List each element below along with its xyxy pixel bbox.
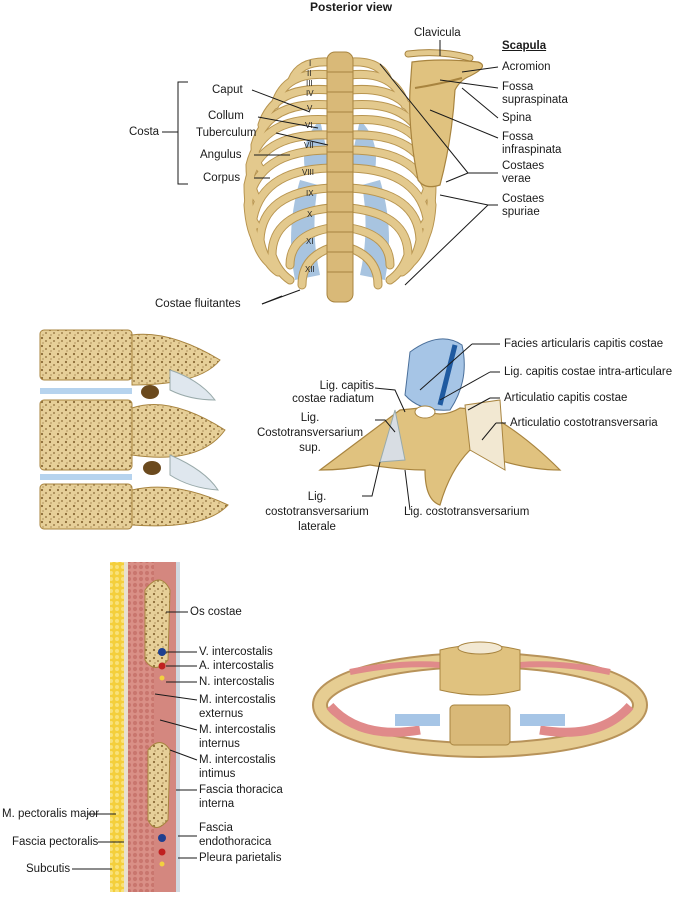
label-lig-radiatum-1: Lig. capitis: [319, 380, 374, 392]
rib-numeral-2: II: [307, 69, 311, 78]
label-fossa-supra-1: Fossa: [502, 81, 534, 93]
label-angulus: Angulus: [200, 149, 242, 161]
label-lig-sup-1: Lig.: [300, 412, 320, 424]
chest-wall-section: [72, 562, 198, 892]
rib-numeral-10: X: [307, 210, 313, 219]
label-tuberculum: Tuberculum: [196, 127, 257, 139]
label-fossa-infra-1: Fossa: [502, 131, 534, 143]
rib-numeral-5: V: [307, 104, 313, 113]
label-lig-costotransversarium: Lig. costotransversarium: [404, 506, 530, 518]
rib-numeral-3: III: [306, 79, 313, 88]
rib-numeral-9: IX: [306, 189, 314, 198]
label-costae-fluitantes: Costae fluitantes: [155, 298, 241, 310]
label-costaes-spuriae-1: Costaes: [502, 193, 545, 205]
label-os-costae: Os costae: [190, 606, 242, 618]
label-m-intimus-2: intimus: [199, 768, 236, 780]
label-acromion: Acromion: [502, 61, 551, 73]
label-caput: Caput: [212, 84, 243, 96]
label-fossa-supra-2: supraspinata: [502, 94, 568, 106]
costovertebral-joint-superior: [318, 338, 562, 511]
label-spina: Spina: [502, 112, 532, 124]
rib-ring-superior: [312, 641, 648, 758]
label-v-intercostalis: V. intercostalis: [199, 646, 273, 658]
label-lig-sup-3: sup.: [299, 442, 321, 454]
label-costaes-verae-2: verae: [502, 173, 531, 185]
label-m-internus-1: M. intercostalis: [199, 724, 276, 736]
label-fossa-infra-2: infraspinata: [502, 144, 562, 156]
label-articulatio-capitis: Articulatio capitis costae: [504, 392, 628, 404]
label-m-externus-2: externus: [199, 708, 244, 720]
rib-numeral-4: IV: [306, 89, 314, 98]
rib-numeral-7: VII: [304, 141, 314, 150]
label-costaes-verae-1: Costaes: [502, 160, 545, 172]
label-lig-radiatum-2: costae radiatum: [292, 393, 374, 405]
label-n-intercostalis: N. intercostalis: [199, 676, 275, 688]
vertebral-column-lateral: [37, 325, 233, 532]
label-corpus: Corpus: [203, 172, 241, 184]
label-collum: Collum: [208, 110, 244, 122]
label-facies-articularis: Facies articularis capitis costae: [504, 338, 664, 350]
label-fascia-thoracica-2: interna: [199, 798, 235, 810]
label-costa: Costa: [129, 126, 160, 138]
label-m-externus-1: M. intercostalis: [199, 694, 276, 706]
label-fascia-endo-2: endothoracica: [199, 836, 272, 848]
label-m-internus-2: internus: [199, 738, 240, 750]
label-lig-intra-articulare: Lig. capitis costae intra-articulare: [504, 366, 673, 378]
label-subcutis: Subcutis: [26, 863, 71, 875]
rib-numeral-11: XI: [306, 237, 314, 246]
rib-numeral-1: I: [309, 59, 311, 68]
label-m-intimus-1: M. intercostalis: [199, 754, 276, 766]
label-lig-lat-1: Lig.: [307, 491, 327, 503]
label-fascia-thoracica-1: Fascia thoracica: [199, 784, 283, 796]
label-a-intercostalis: A. intercostalis: [199, 660, 274, 672]
label-articulatio-costotransversaria: Articulatio costotransversaria: [510, 417, 658, 429]
label-fascia-endo-1: Fascia: [199, 822, 233, 834]
label-pleura-parietalis: Pleura parietalis: [199, 852, 282, 864]
rib-numeral-6: VI: [305, 121, 313, 130]
label-lig-lat-2: costotransversarium: [265, 506, 369, 518]
rib-numeral-12: XII: [305, 265, 315, 274]
label-fascia-pectoralis: Fascia pectoralis: [12, 836, 99, 848]
rib-numeral-8: VIII: [302, 168, 314, 177]
label-lig-lat-3: laterale: [298, 521, 336, 533]
label-costaes-spuriae-2: spuriae: [502, 206, 540, 218]
label-clavicula: Clavicula: [414, 27, 461, 39]
label-scapula: Scapula: [502, 40, 547, 52]
label-lig-sup-2: Costotransversarium: [256, 427, 364, 439]
label-pectoralis-major: M. pectoralis major: [2, 808, 100, 820]
view-title: Posterior view: [310, 0, 393, 14]
